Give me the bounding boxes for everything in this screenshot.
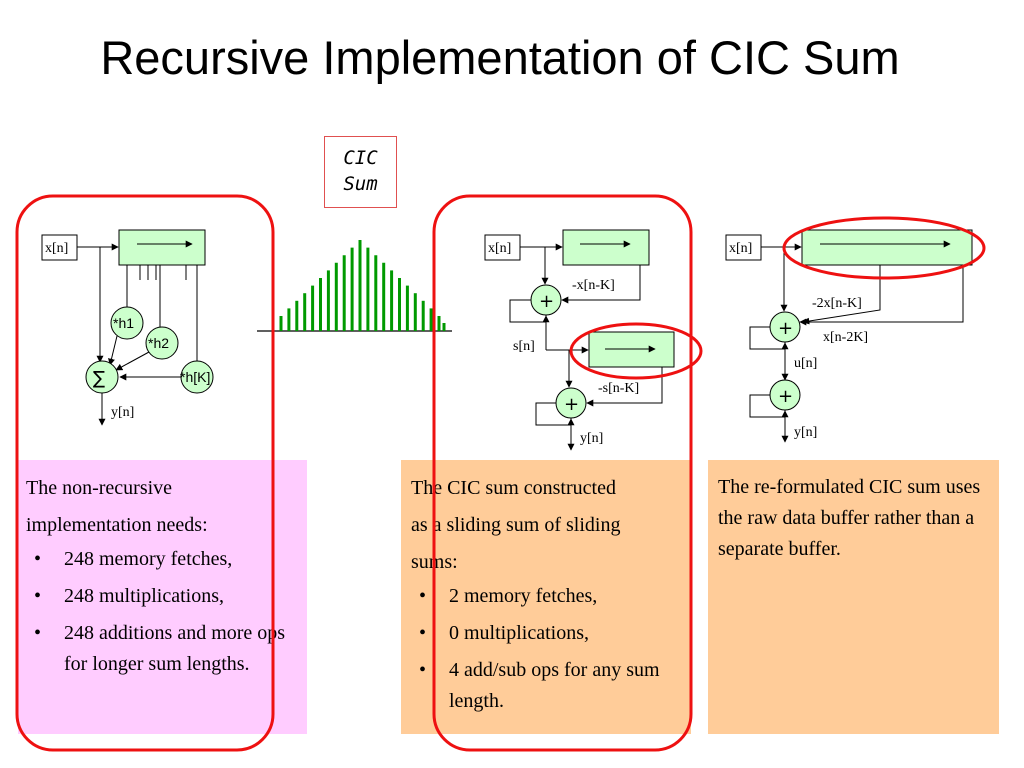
output-label: y[n]	[580, 431, 603, 446]
input-label: x[n]	[729, 241, 752, 256]
panel2-intro-2: as a sliding sum of sliding	[411, 514, 621, 536]
tap1-label: -2x[n-K]	[812, 296, 862, 311]
adder-1-symbol: +	[778, 318, 793, 339]
panel-cic-sliding: The CIC sum constructed as a sliding sum…	[401, 460, 691, 734]
panel1-intro-1: The non-recursive	[26, 477, 173, 499]
input-box	[725, 234, 762, 261]
diagram-reformulated: x[n] -2x[n-K] x[n-2K] + u[n] + y[n]	[725, 229, 973, 443]
highlight-annotations	[15, 194, 986, 752]
delay-buffer-1	[562, 229, 650, 266]
panel-reformulated: The re-formulated CIC sum uses the raw d…	[708, 460, 999, 734]
list-item: 0 multiplications,	[411, 618, 681, 649]
list-item: 248 multiplications,	[26, 581, 299, 612]
plot-stems	[279, 240, 446, 331]
list-item: 2 memory fetches,	[411, 581, 681, 612]
highlight-ellipse-buffer	[782, 216, 986, 280]
highlight-ellipse-delay	[569, 322, 703, 380]
adder-2-symbol: +	[778, 386, 793, 407]
highlight-oval-middle	[432, 194, 693, 752]
diagram-sliding-sum: x[n] -x[n-K] + s[n] -s[n-K] + y[n]	[484, 229, 675, 451]
cic-label-line2: Sum	[343, 173, 378, 195]
page-title: Recursive Implementation of CIC Sum	[100, 31, 900, 84]
mid-signal-label: u[n]	[794, 356, 817, 371]
panel2-bullets: 2 memory fetches, 0 multiplications, 4 a…	[411, 581, 681, 717]
output-label: y[n]	[794, 425, 817, 440]
multiplier-h1-label: *h1	[113, 315, 134, 331]
panel1-bullets: 248 memory fetches, 248 multiplications,…	[26, 544, 299, 680]
input-box	[41, 234, 78, 261]
summation-symbol: ∑	[93, 368, 105, 389]
output-label: y[n]	[111, 405, 134, 420]
multiplier-h1	[110, 306, 144, 340]
adder-2-symbol: +	[564, 394, 579, 415]
list-item: 248 memory fetches,	[26, 544, 299, 575]
list-item: 248 additions and more ops for longer su…	[26, 618, 299, 680]
delay2-out-label: -s[n-K]	[598, 381, 639, 396]
diagram-non-recursive: x[n] *h1 *h2 *h[K] ∑ y[n]	[41, 229, 214, 426]
cic-sum-label: CIC Sum	[324, 136, 397, 208]
tap2-label: x[n-2K]	[823, 330, 868, 345]
list-item: 4 add/sub ops for any sum length.	[411, 655, 681, 717]
delay-out-label: -x[n-K]	[572, 278, 615, 293]
delay-buffer	[118, 229, 206, 266]
multiplier-hk-label: *h[K]	[180, 369, 210, 385]
panel1-intro-2: implementation needs:	[26, 514, 208, 536]
raw-data-buffer	[801, 229, 973, 266]
cic-label-line1: CIC	[343, 147, 378, 169]
input-label: x[n]	[45, 241, 68, 256]
adder-1-symbol: +	[539, 291, 554, 312]
multiplier-h2	[145, 326, 179, 360]
panel3-text: The re-formulated CIC sum uses the raw d…	[718, 476, 981, 560]
input-label: x[n]	[488, 241, 511, 256]
mid-signal-label: s[n]	[513, 339, 535, 354]
panel2-intro-1: The CIC sum constructed	[411, 477, 616, 499]
panel-non-recursive: The non-recursive implementation needs: …	[18, 460, 307, 734]
multiplier-h2-label: *h2	[148, 335, 169, 351]
impulse-response-plot	[257, 240, 452, 332]
highlight-oval-left	[15, 194, 275, 752]
